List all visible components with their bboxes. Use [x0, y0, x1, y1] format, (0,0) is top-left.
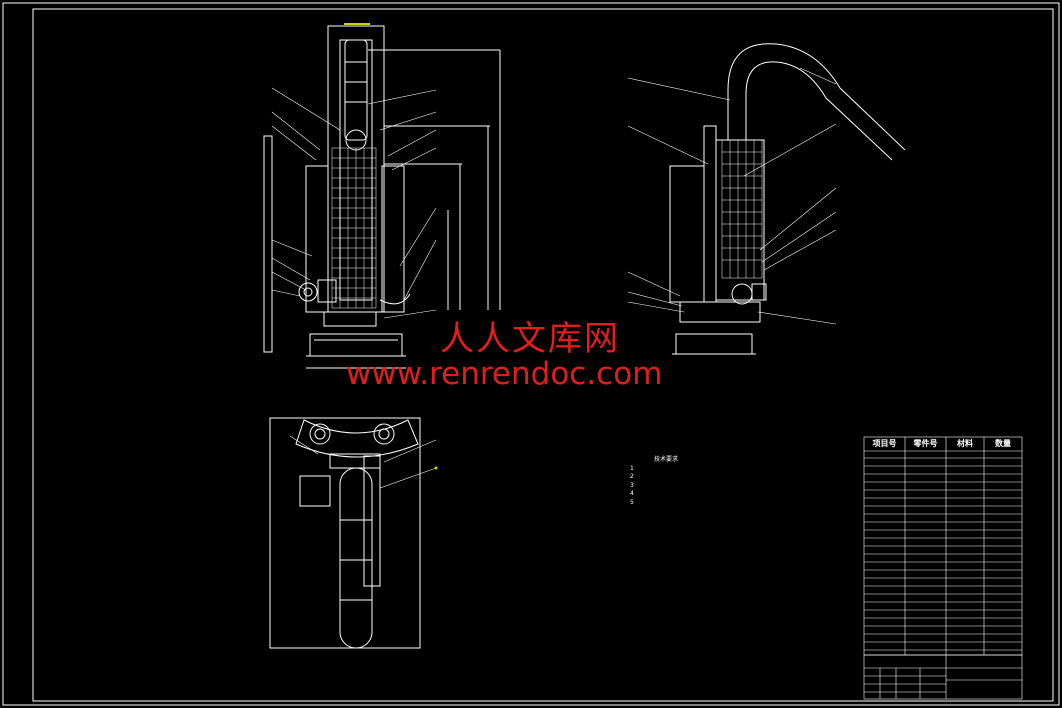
top-view-marker	[434, 466, 438, 470]
title-block	[863, 654, 1023, 700]
technical-notes: 技术要求 1 2 3 4 5	[630, 456, 678, 508]
note-item-4: 4	[630, 490, 634, 498]
side-view-mesh	[721, 139, 763, 279]
note-item-2: 2	[630, 473, 634, 481]
bom-header-quantity: 数量	[995, 439, 1011, 448]
bom-header-part-no: 零件号	[913, 439, 938, 448]
front-view-leaders	[271, 87, 437, 319]
bom-table	[863, 436, 1023, 656]
watermark-url: www.renrendoc.com	[346, 356, 663, 392]
note-item-1: 1	[630, 464, 634, 472]
front-view-mesh	[331, 147, 377, 309]
watermark-brand: 人人文库网	[440, 319, 620, 359]
top-view	[269, 417, 421, 649]
bom-header-material: 材料	[957, 439, 973, 448]
note-item-3: 3	[630, 481, 634, 489]
note-item-5: 5	[630, 498, 634, 506]
top-view-leaders	[289, 435, 437, 489]
bom-header-item-no: 项目号	[872, 439, 897, 448]
side-view	[669, 43, 906, 355]
side-view-leaders	[627, 67, 837, 325]
notes-title: 技术要求	[654, 456, 679, 463]
front-view	[263, 25, 501, 369]
